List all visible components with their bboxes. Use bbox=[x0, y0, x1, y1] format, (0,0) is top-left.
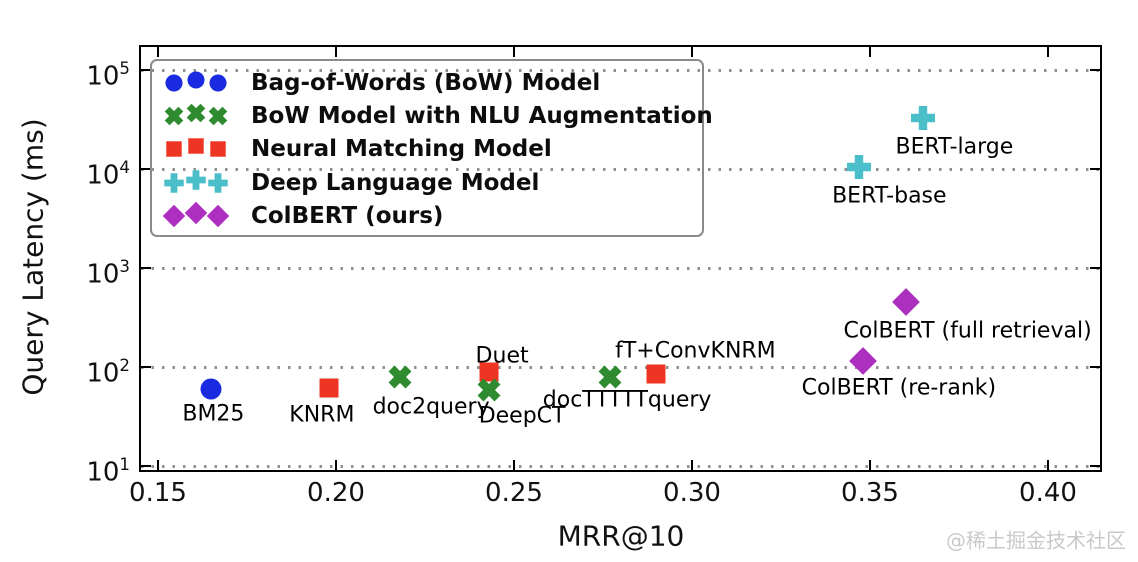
y-tick-right-10e4 bbox=[1090, 168, 1100, 170]
x-tick-label-0.15: 0.15 bbox=[129, 478, 187, 508]
marker-ft-convknrm bbox=[646, 364, 666, 384]
plus-icon bbox=[186, 170, 206, 190]
y-tick-label-10e2: 102 bbox=[86, 356, 130, 389]
marker-knrm bbox=[319, 378, 339, 398]
diamond-icon bbox=[184, 201, 208, 225]
label-colbert-re-rank: ColBERT (re-rank) bbox=[801, 375, 997, 401]
legend-label-neural-matching-model: Neural Matching Model bbox=[251, 136, 552, 163]
label-bm25: BM25 bbox=[182, 401, 245, 427]
label-doc2query: doc2query bbox=[372, 394, 490, 420]
square-icon bbox=[188, 138, 204, 155]
y-tick-label-10e5: 105 bbox=[86, 59, 130, 92]
legend-entry-bag-of-words-bow-model: Bag-of-Words (BoW) Model bbox=[161, 66, 702, 99]
x-icon bbox=[208, 106, 228, 126]
marker-duet bbox=[479, 362, 499, 382]
grid-line-10e5 bbox=[141, 69, 1100, 72]
marker-bert-base bbox=[847, 154, 872, 179]
circle-icon bbox=[187, 71, 205, 89]
x-tick-label-0.40: 0.40 bbox=[1019, 478, 1077, 508]
legend-marker-group-deep-language-model bbox=[161, 170, 228, 196]
watermark: @稀土掘金技术社区 bbox=[946, 528, 1126, 553]
marker-bm25 bbox=[200, 378, 222, 400]
x-tick-label-0.25: 0.25 bbox=[485, 478, 543, 508]
marker-bert-large bbox=[911, 106, 936, 131]
grid-line-10e1 bbox=[141, 465, 1100, 468]
x-tick-top-0.15 bbox=[157, 47, 159, 57]
y-tick-left-10e3 bbox=[141, 267, 151, 269]
y-tick-right-10e1 bbox=[1090, 465, 1100, 467]
x-tick-top-0.30 bbox=[691, 47, 693, 57]
legend-marker-group-bag-of-words-bow-model bbox=[161, 70, 227, 96]
legend-label-colbert-ours: ColBERT (ours) bbox=[251, 203, 444, 230]
plot-area bbox=[139, 45, 1102, 472]
circle-icon bbox=[165, 74, 183, 92]
y-tick-label-10e3: 103 bbox=[86, 257, 130, 290]
marker-doc2query bbox=[388, 365, 412, 389]
legend-marker-group-neural-matching-model bbox=[161, 136, 227, 162]
marker-deepct bbox=[477, 378, 501, 402]
legend-label-deep-language-model: Deep Language Model bbox=[251, 169, 540, 196]
x-tick-bottom-0.20 bbox=[335, 460, 337, 470]
x-tick-bottom-0.15 bbox=[157, 460, 159, 470]
legend-label-bag-of-words-bow-model: Bag-of-Words (BoW) Model bbox=[251, 69, 601, 96]
legend-entry-neural-matching-model: Neural Matching Model bbox=[161, 133, 702, 166]
x-tick-label-0.35: 0.35 bbox=[841, 478, 899, 508]
x-tick-top-0.20 bbox=[335, 47, 337, 57]
y-tick-label-10e4: 104 bbox=[86, 158, 130, 191]
grid-line-10e2 bbox=[141, 366, 1100, 369]
x-tick-bottom-0.35 bbox=[869, 460, 871, 470]
circle-icon bbox=[209, 74, 227, 92]
y-tick-right-10e2 bbox=[1090, 366, 1100, 368]
y-tick-label-10e1: 101 bbox=[86, 455, 130, 488]
x-tick-bottom-0.40 bbox=[1047, 460, 1049, 470]
label-bert-large: BERT-large bbox=[895, 134, 1014, 160]
x-tick-top-0.25 bbox=[513, 47, 515, 57]
x-axis-title: MRR@10 bbox=[557, 519, 685, 553]
x-tick-bottom-0.25 bbox=[513, 460, 515, 470]
label-ft-convknrm: fT+ConvKNRM bbox=[615, 338, 776, 364]
y-tick-left-10e5 bbox=[141, 69, 151, 71]
plus-icon bbox=[164, 173, 184, 193]
legend-marker-group-colbert-ours bbox=[161, 201, 230, 229]
label-duet: Duet bbox=[475, 343, 529, 369]
legend-label-bow-model-with-nlu-augmentation: BoW Model with NLU Augmentation bbox=[251, 103, 713, 130]
legend-entry-bow-model-with-nlu-augmentation: BoW Model with NLU Augmentation bbox=[161, 99, 713, 132]
square-icon bbox=[166, 141, 182, 158]
diamond-icon bbox=[162, 204, 186, 228]
legend-entry-colbert-ours: ColBERT (ours) bbox=[161, 200, 702, 233]
label-knrm: KNRM bbox=[289, 402, 355, 428]
grid-line-10e4 bbox=[141, 168, 1100, 171]
label-doctttttquery: docTTTTTquery bbox=[542, 387, 712, 413]
label-bert-base: BERT-base bbox=[832, 183, 947, 209]
x-icon bbox=[164, 106, 184, 126]
y-tick-left-10e2 bbox=[141, 366, 151, 368]
diamond-icon bbox=[206, 204, 230, 228]
y-axis-title: Query Latency (ms) bbox=[16, 118, 50, 396]
plus-icon bbox=[208, 173, 228, 193]
x-icon bbox=[186, 103, 206, 123]
y-tick-right-10e3 bbox=[1090, 267, 1100, 269]
square-icon bbox=[210, 141, 226, 158]
legend-entry-deep-language-model: Deep Language Model bbox=[161, 166, 702, 199]
y-tick-left-10e4 bbox=[141, 168, 151, 170]
x-tick-label-0.30: 0.30 bbox=[663, 478, 721, 508]
marker-colbert-full-retrieval bbox=[891, 288, 920, 317]
x-tick-top-0.40 bbox=[1047, 47, 1049, 57]
y-tick-right-10e5 bbox=[1090, 69, 1100, 71]
marker-colbert-re-rank bbox=[849, 347, 877, 375]
x-tick-top-0.35 bbox=[869, 47, 871, 57]
marker-doctttttquery bbox=[598, 365, 622, 389]
label-colbert-full-retrieval: ColBERT (full retrieval) bbox=[843, 318, 1092, 344]
label-deepct: DeepCT bbox=[478, 403, 566, 429]
grid-line-10e3 bbox=[141, 267, 1100, 270]
legend-marker-group-bow-model-with-nlu-augmentation bbox=[161, 103, 228, 129]
x-tick-label-0.20: 0.20 bbox=[307, 478, 365, 508]
y-tick-left-10e1 bbox=[141, 465, 151, 467]
x-tick-bottom-0.30 bbox=[691, 460, 693, 470]
